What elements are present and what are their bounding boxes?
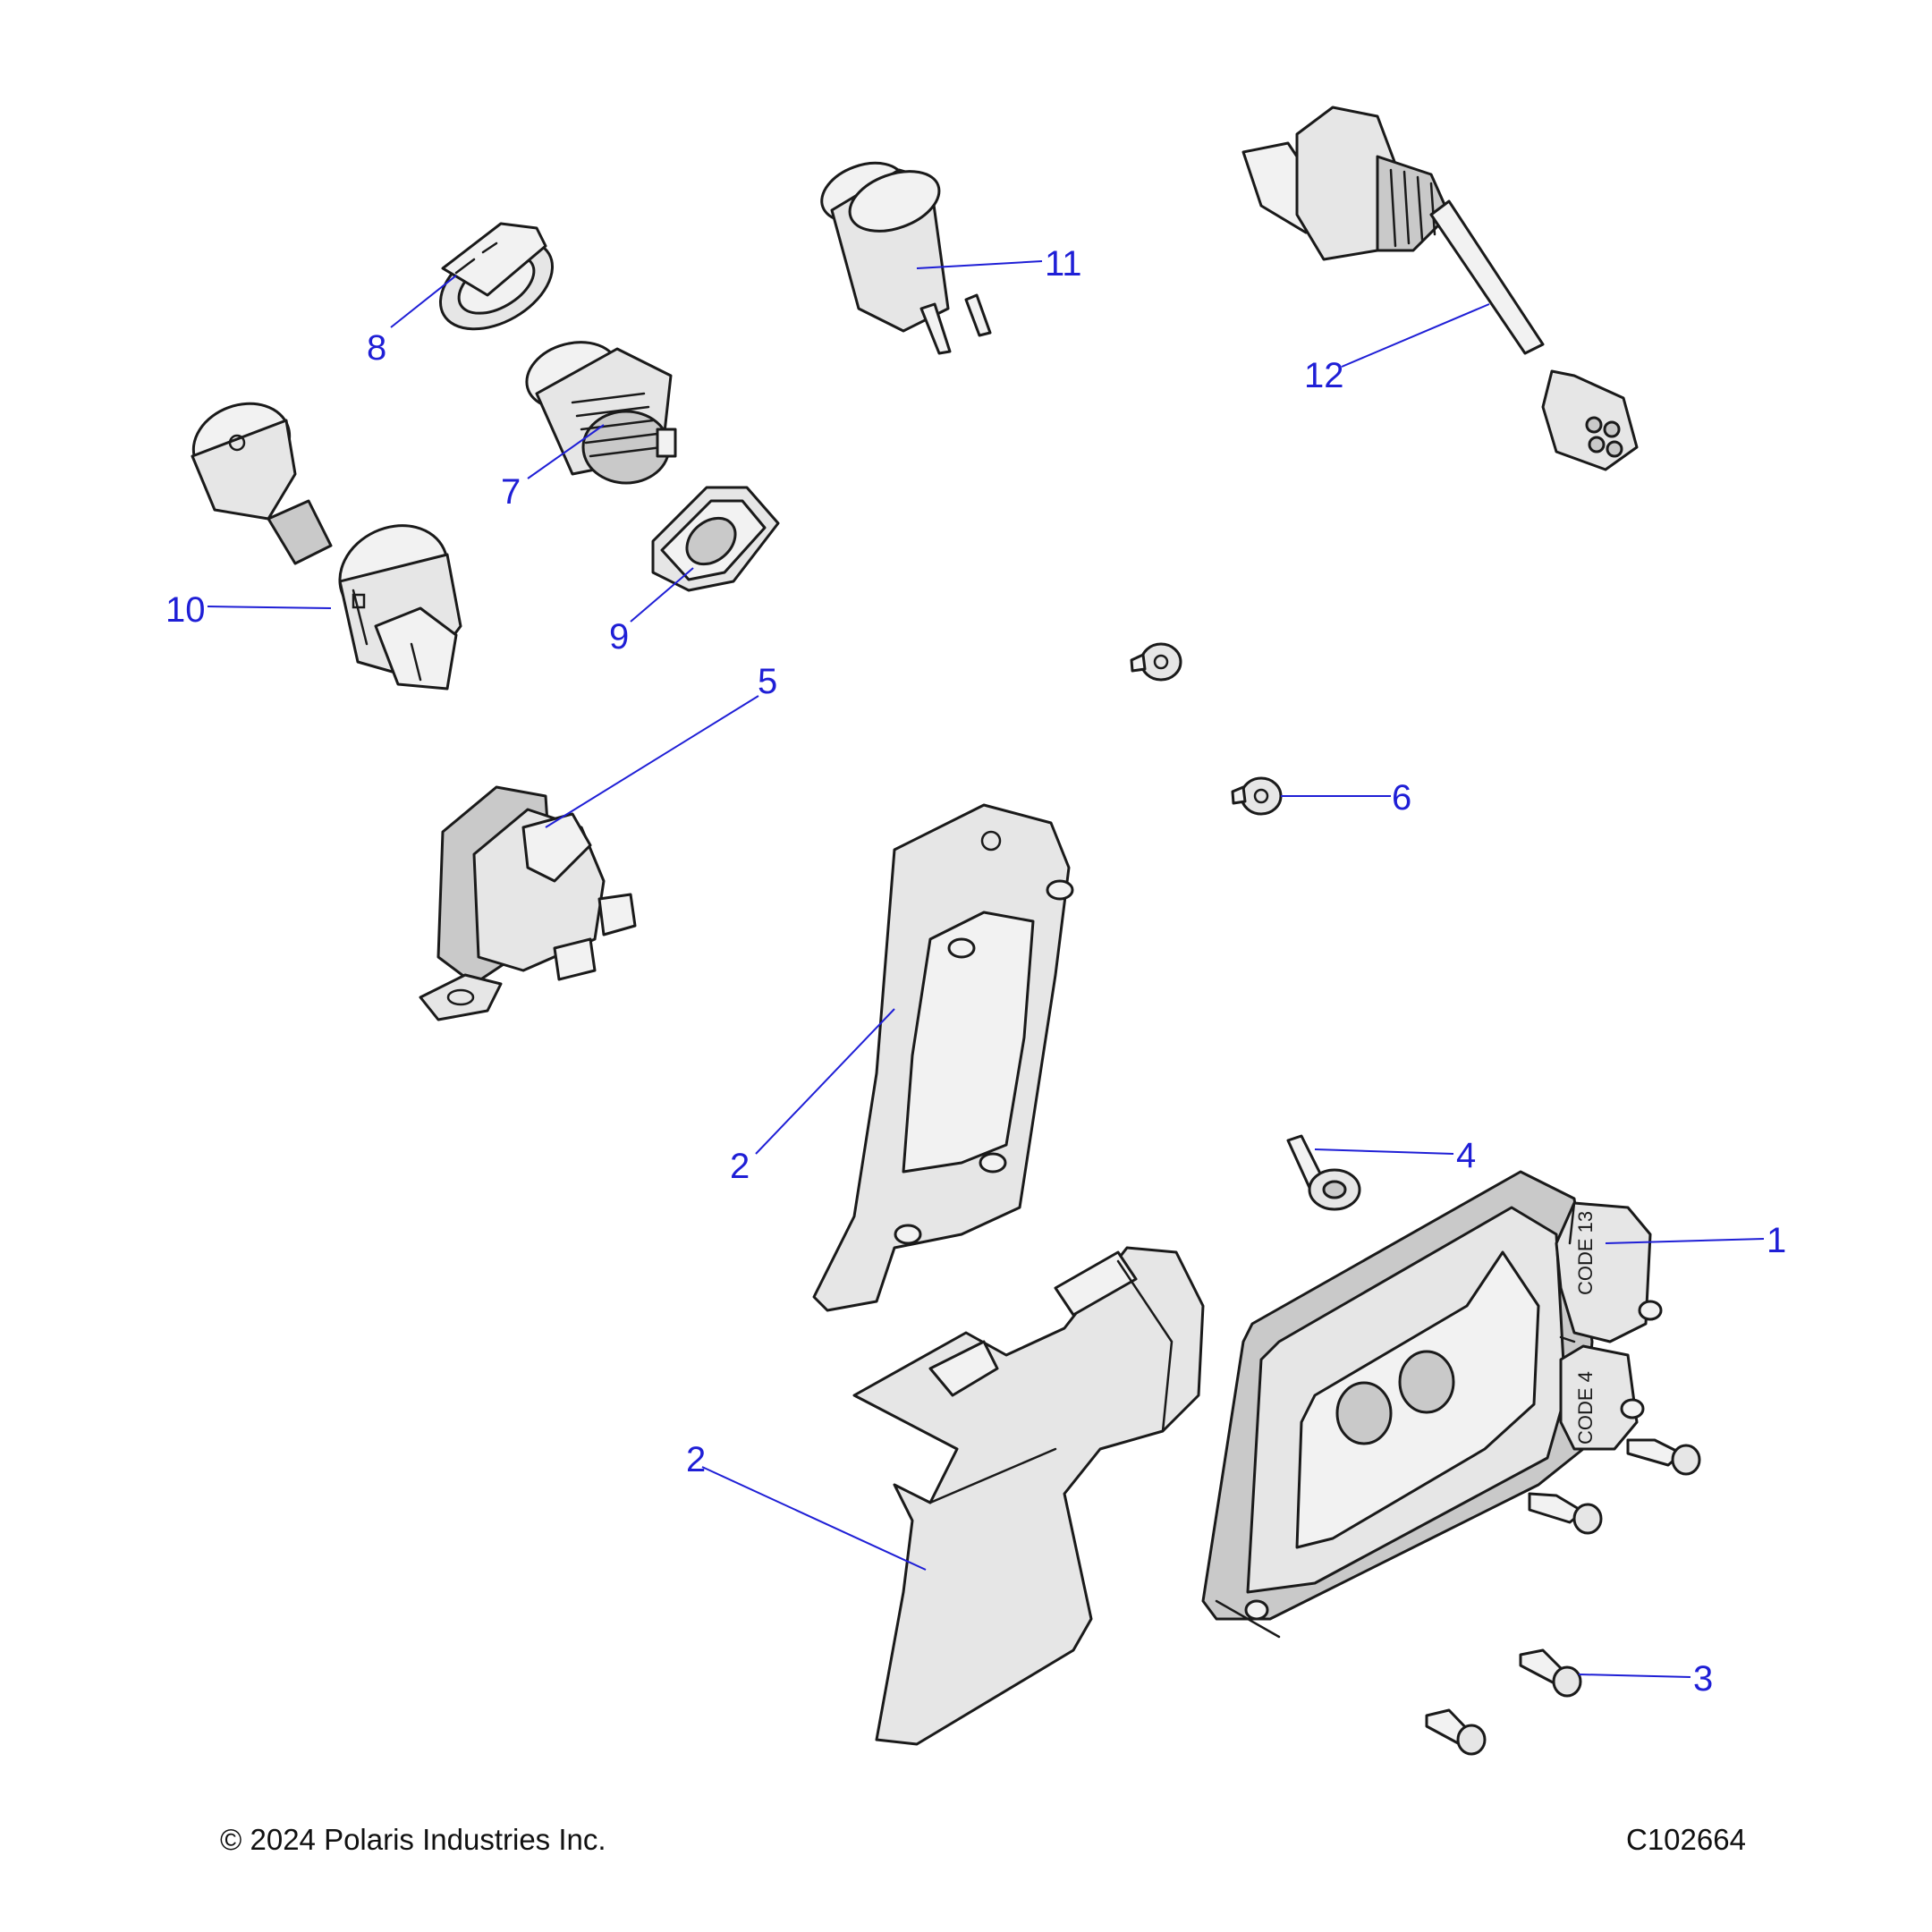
figure-id: C102664 (1626, 1823, 1746, 1856)
leader-1 (1605, 1238, 1765, 1244)
callout-9: 9 (609, 617, 629, 657)
callout-6: 6 (1392, 778, 1411, 818)
leader-12 (1341, 303, 1490, 368)
leader-lines (207, 260, 1765, 1678)
part-3-screw-c (1519, 1648, 1582, 1698)
part-2-cover (852, 1246, 1205, 1746)
leader-4 (1314, 1148, 1454, 1155)
ecu-label-code13: CODE 13 (1574, 1211, 1597, 1295)
callout-2-upper: 2 (730, 1147, 750, 1186)
callout-8: 8 (367, 328, 386, 368)
part-6-screw-upper (1130, 642, 1182, 682)
leader-5 (545, 695, 759, 828)
part-10-ignition-switch (191, 402, 462, 691)
ecu-label-code4: CODE 4 (1574, 1371, 1597, 1445)
callout-12: 12 (1304, 356, 1344, 395)
part-11-power-outlet (820, 161, 992, 355)
leader-10 (207, 606, 332, 609)
callout-10: 10 (165, 590, 206, 630)
part-5-relay (419, 785, 637, 1021)
callout-7: 7 (501, 472, 521, 512)
part-6-screw-lower (1231, 776, 1283, 816)
part-3-screw-b (1528, 1492, 1603, 1535)
part-3-screw-d (1425, 1708, 1487, 1756)
callout-11: 11 (1045, 244, 1082, 284)
callouts: 8 7 9 10 11 12 5 6 2 2 4 1 3 (165, 244, 1786, 1699)
part-4-push-rivet (1286, 1134, 1361, 1211)
leader-2b (701, 1466, 927, 1571)
leader-9 (630, 567, 694, 623)
callout-4: 4 (1456, 1136, 1476, 1175)
part-1-ecu-module: CODE 13 CODE 4 (1201, 1170, 1663, 1639)
leader-11 (916, 260, 1043, 269)
part-7-threaded-socket (525, 341, 677, 485)
leader-7 (527, 424, 605, 479)
callout-3: 3 (1693, 1659, 1713, 1699)
leader-8 (390, 275, 457, 328)
leader-3 (1578, 1674, 1691, 1678)
callout-2-lower: 2 (686, 1440, 706, 1479)
callout-1: 1 (1767, 1221, 1786, 1260)
part-9-lock-nut (651, 486, 780, 592)
leader-2a (755, 1008, 895, 1155)
part-2-mounting-bracket (812, 803, 1074, 1312)
callout-5: 5 (758, 662, 777, 701)
part-8-bezel-nut (438, 222, 555, 331)
copyright-notice: © 2024 Polaris Industries Inc. (220, 1823, 606, 1856)
part-12-sensor-harness (1241, 106, 1639, 471)
part-3-screw-a (1626, 1438, 1701, 1476)
